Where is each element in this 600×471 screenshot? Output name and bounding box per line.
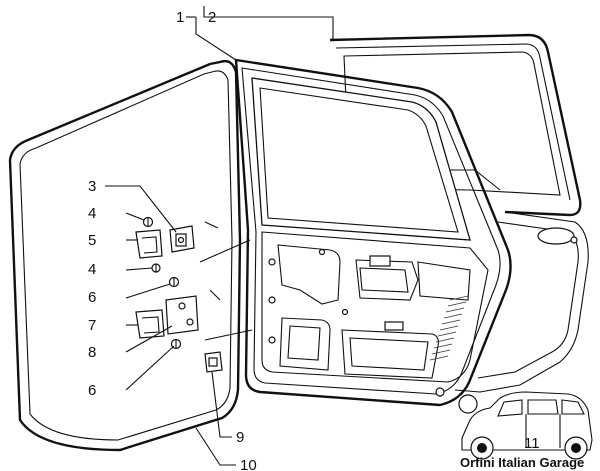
- door-edge-hatching: [429, 295, 469, 361]
- callout-3: 3: [88, 178, 96, 195]
- callout-5: 5: [88, 232, 96, 249]
- callout-6-lower: 6: [88, 382, 96, 399]
- leader-lines: [105, 6, 334, 466]
- door-shell: [199, 58, 512, 407]
- callout-1: 1: [176, 9, 184, 26]
- callout-2: 2: [208, 9, 216, 26]
- callout-11: 11: [524, 435, 540, 452]
- callout-labels: 1 2 3 4 5 4 6 7 8 6 9 10 11: [88, 9, 540, 471]
- lower-hinge-assembly: [135, 276, 199, 350]
- upper-hinge-assembly: [135, 216, 195, 273]
- callout-4-upper: 4: [88, 205, 96, 222]
- car-locator-thumbnail: [458, 391, 593, 460]
- callout-10: 10: [240, 457, 257, 471]
- callout-4-lower: 4: [88, 261, 96, 278]
- door-check-strap: [204, 351, 223, 373]
- door-seal: [8, 59, 242, 452]
- outer-window-frame: [329, 33, 582, 217]
- watermark-text: Orfini Italian Garage: [460, 455, 584, 470]
- callout-6-upper: 6: [88, 289, 96, 306]
- callout-8: 8: [88, 344, 96, 361]
- callout-7: 7: [88, 317, 96, 334]
- callout-9: 9: [236, 429, 244, 446]
